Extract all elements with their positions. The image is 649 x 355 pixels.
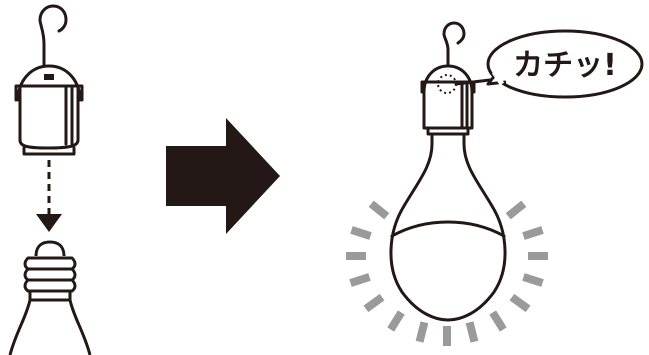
click-point-indicator bbox=[438, 75, 456, 93]
socket-body bbox=[424, 82, 472, 128]
glow-ray bbox=[466, 321, 479, 342]
hanger-arc bbox=[424, 66, 472, 92]
socket-body bbox=[20, 86, 78, 148]
speech-bubble: カチッ! bbox=[488, 31, 642, 97]
socket-with-hook bbox=[16, 6, 82, 154]
glow-ray bbox=[350, 226, 371, 240]
glow-ray bbox=[369, 201, 390, 220]
progress-arrow-icon bbox=[166, 118, 280, 234]
glow-ray bbox=[528, 252, 548, 260]
arrow-down-icon bbox=[36, 214, 62, 232]
glow-ray bbox=[443, 326, 451, 346]
glow-ray bbox=[416, 321, 429, 342]
glow-ray bbox=[364, 294, 385, 312]
speech-bubble-text: カチッ! bbox=[513, 48, 617, 83]
glow-ray bbox=[346, 252, 366, 260]
hook-icon bbox=[40, 6, 66, 66]
bulb-dome-line bbox=[392, 222, 504, 236]
glow-ray bbox=[522, 273, 543, 287]
glow-ray bbox=[489, 310, 506, 331]
glow-ray bbox=[506, 201, 527, 220]
bulb-base-partial bbox=[10, 242, 90, 355]
glow-ray bbox=[522, 226, 543, 240]
glow-ray bbox=[387, 310, 404, 331]
bulb-body bbox=[391, 134, 505, 320]
insert-direction-arrow bbox=[36, 160, 62, 232]
glow-ray bbox=[510, 294, 531, 312]
hook-icon bbox=[444, 23, 464, 66]
glow-ray bbox=[349, 273, 370, 287]
socket-clip bbox=[44, 74, 54, 80]
